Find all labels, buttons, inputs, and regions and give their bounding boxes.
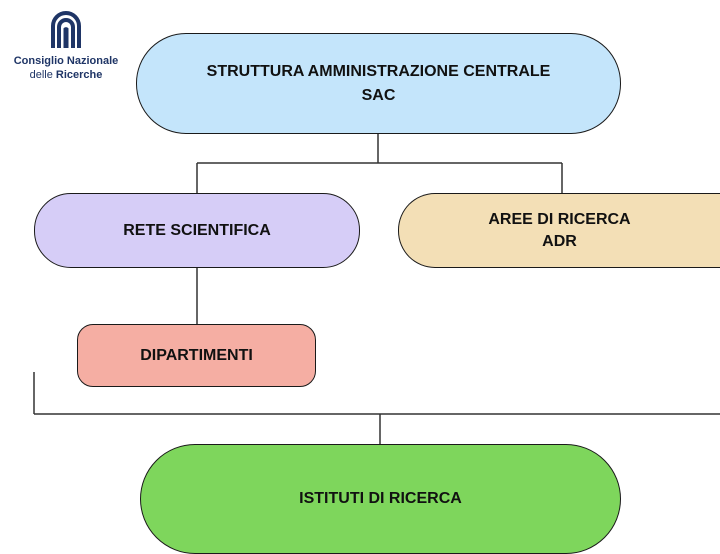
logo-name-line1: Consiglio Nazionale <box>13 55 119 67</box>
node-sac: STRUTTURA AMMINISTRAZIONE CENTRALE SAC <box>136 33 621 134</box>
cnr-emblem-icon <box>51 11 81 48</box>
node-istituti-di-ricerca: ISTITUTI DI RICERCA <box>140 444 621 554</box>
node-sac-title: STRUTTURA AMMINISTRAZIONE CENTRALE <box>206 62 551 80</box>
node-aree-title: AREE DI RICERCA <box>488 210 631 228</box>
node-rete-scientifica: RETE SCIENTIFICA <box>34 193 360 268</box>
node-dipartimenti: DIPARTIMENTI <box>77 324 316 387</box>
node-aree-di-ricerca: AREE DI RICERCA ADR <box>398 193 720 268</box>
node-sac-acronym: SAC <box>361 86 396 104</box>
logo-name-line2: delle Ricerche <box>29 69 103 81</box>
node-rete-scientifica-label: RETE SCIENTIFICA <box>123 221 271 239</box>
node-dipartimenti-label: DIPARTIMENTI <box>140 346 253 364</box>
cnr-logo: Consiglio Nazionale delle Ricerche <box>0 10 132 82</box>
node-istituti-label: ISTITUTI DI RICERCA <box>299 490 462 507</box>
node-aree-acronym: ADR <box>542 232 577 250</box>
